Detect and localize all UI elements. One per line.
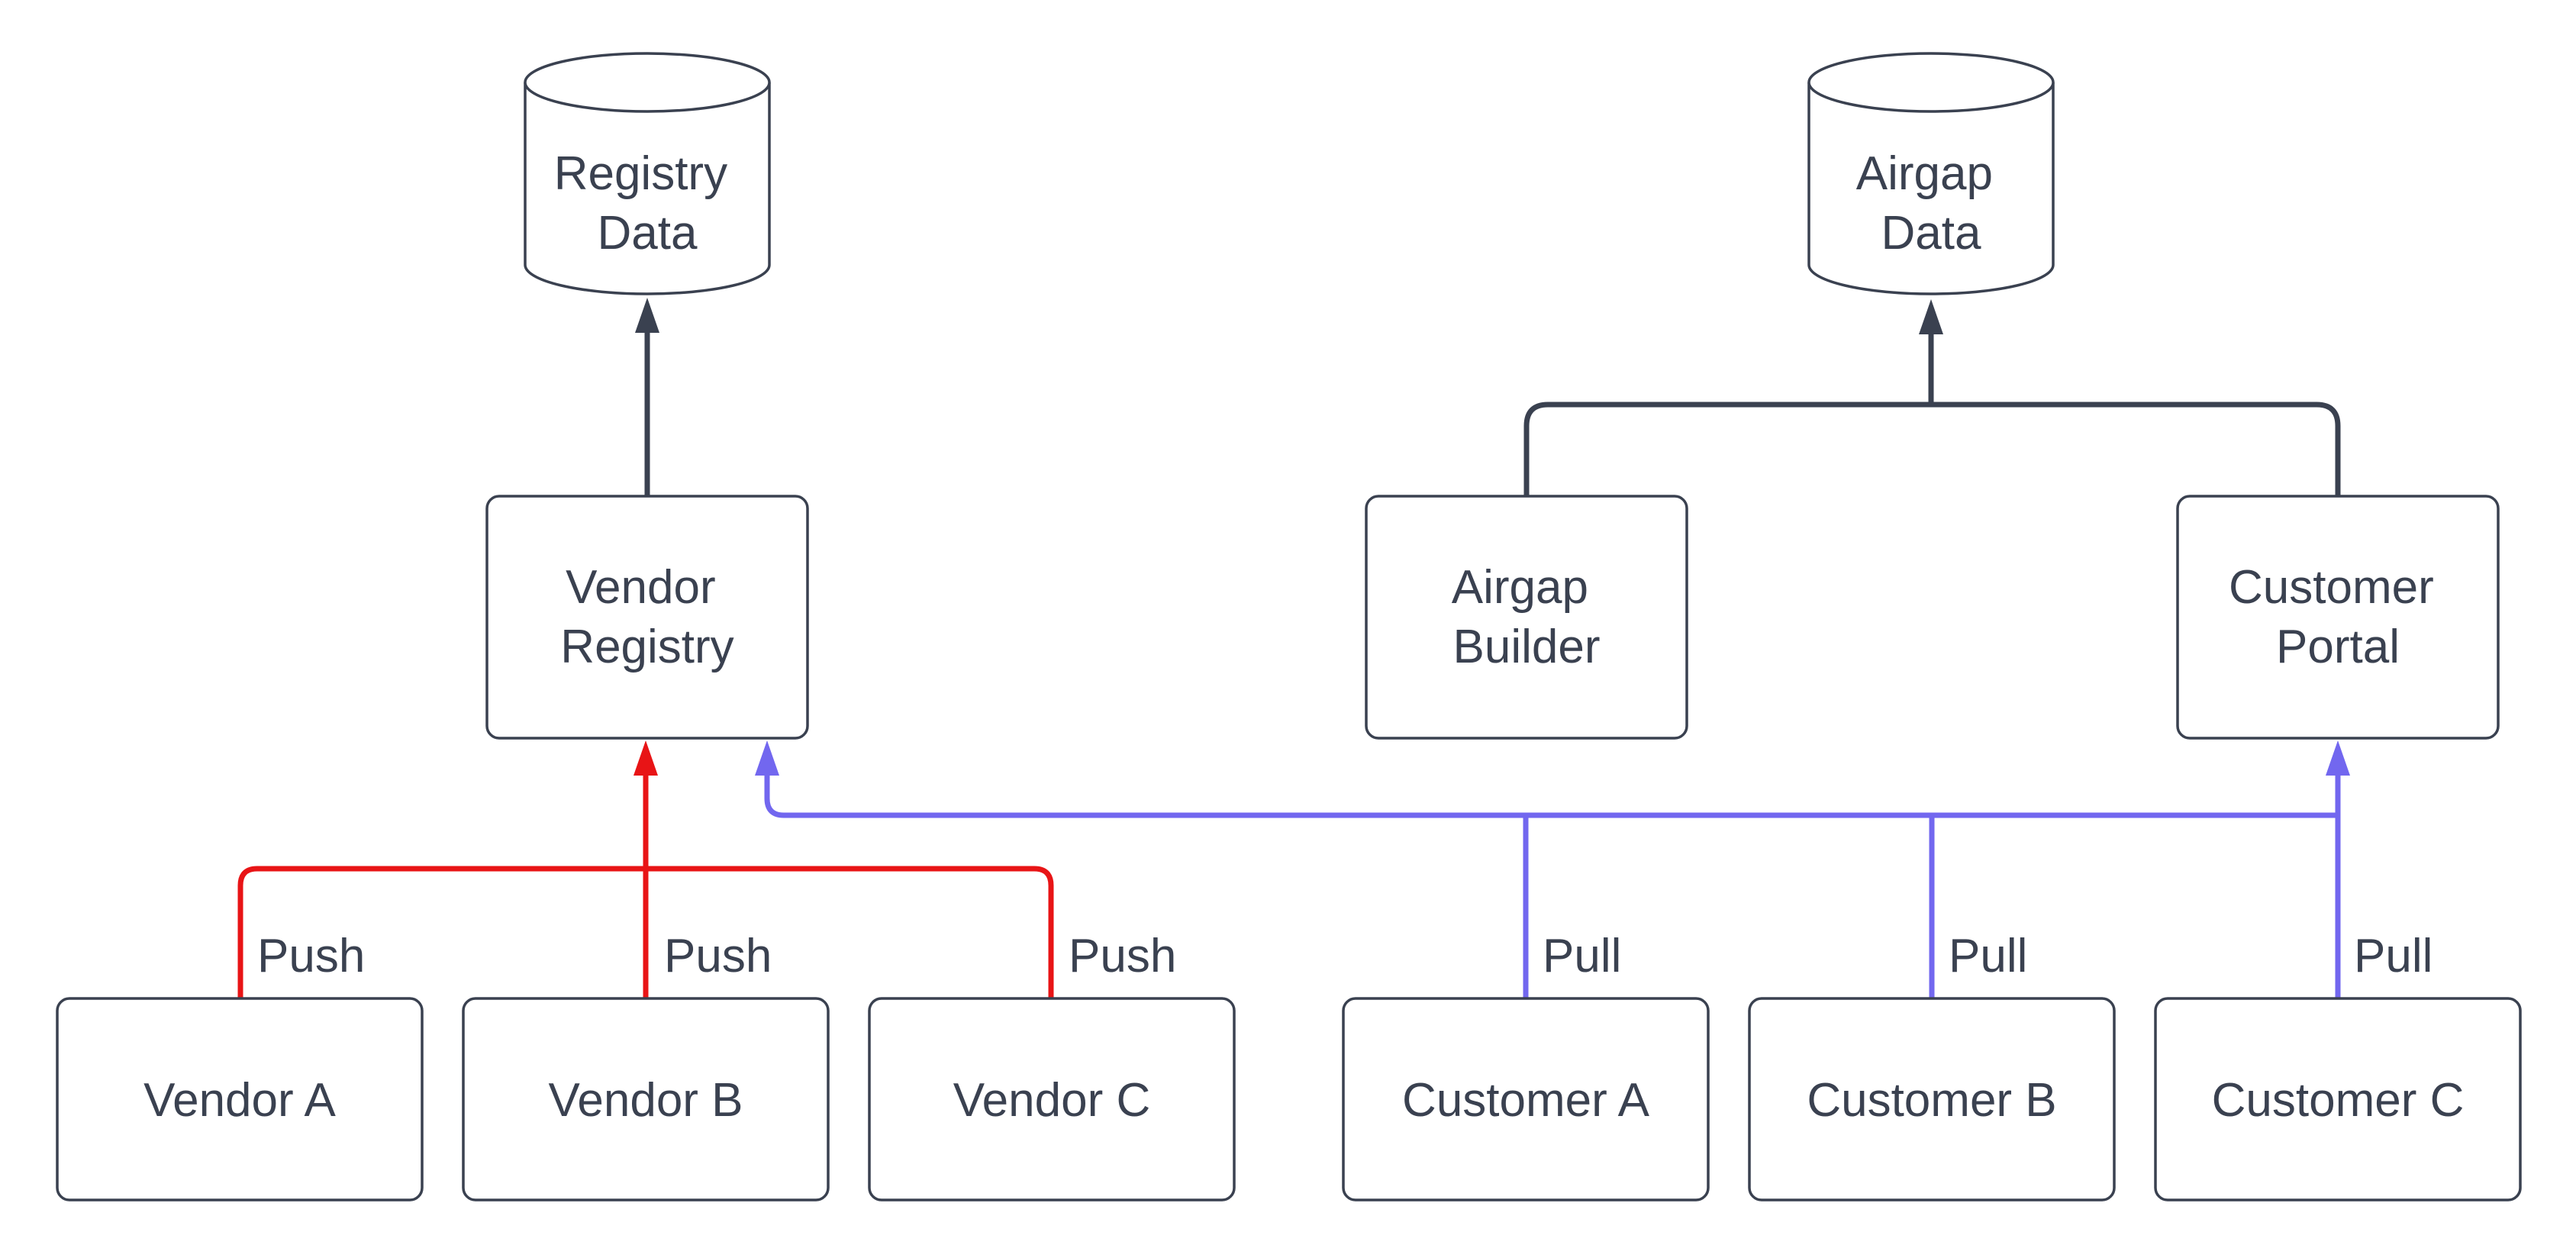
cylinder-lid	[524, 52, 771, 113]
vendor-b-label: Vendor B	[548, 1074, 743, 1127]
edge-vendor-registry-to-registry-data	[635, 298, 659, 496]
edge-customer-portal-to-airgap-data	[1931, 402, 2341, 496]
vendor-c-node: Vendor C	[868, 997, 1236, 1202]
arrow-up-icon	[635, 298, 659, 333]
customer-a-node: Customer A	[1342, 997, 1710, 1202]
customer-b-node: Customer B	[1748, 997, 2116, 1202]
customer-b-label: Customer B	[1807, 1074, 2056, 1127]
push-label-vendor-c: Push	[1069, 930, 1176, 982]
airgap-data-store: Airgap Data	[1807, 52, 2055, 295]
pull-label-customer-b: Pull	[1949, 930, 2027, 982]
cylinder-lid	[1807, 52, 2055, 113]
airgap-builder-node: Airgap Builder	[1365, 495, 1688, 740]
customer-portal-label: Customer Portal	[2229, 561, 2447, 673]
arrow-up-icon	[2326, 740, 2350, 776]
arrow-up-icon	[1919, 299, 1943, 334]
edge-pull-trunk	[764, 774, 2338, 818]
arrow-up-icon	[634, 740, 658, 776]
vendor-a-node: Vendor A	[56, 997, 424, 1202]
cylinder-body	[524, 82, 771, 295]
edge-airgap-builder-to-airgap-data	[1523, 402, 1931, 496]
cylinder-body	[1807, 82, 2055, 295]
pull-label-customer-c: Pull	[2354, 930, 2433, 982]
airgap-data-label: Airgap Data	[1856, 147, 2006, 260]
vendor-registry-node: Vendor Registry	[485, 495, 809, 740]
edge-merge-to-airgap-data	[1919, 299, 1943, 405]
customer-a-label: Customer A	[1402, 1074, 1650, 1127]
arrow-up-icon	[755, 740, 779, 776]
push-label-vendor-b: Push	[664, 930, 772, 982]
airgap-builder-label: Airgap Builder	[1452, 561, 1601, 673]
vendor-c-label: Vendor C	[953, 1074, 1151, 1127]
vendor-a-label: Vendor A	[143, 1074, 336, 1127]
push-label-vendor-a: Push	[257, 930, 365, 982]
registry-data-label: Registry Data	[554, 147, 741, 260]
registry-data-store: Registry Data	[524, 52, 771, 295]
vendor-registry-label: Vendor Registry	[560, 561, 733, 673]
pull-label-customer-a: Pull	[1543, 930, 1621, 982]
vendor-b-node: Vendor B	[462, 997, 830, 1202]
edges-push	[237, 740, 1054, 998]
customer-portal-node: Customer Portal	[2176, 495, 2500, 740]
customer-c-label: Customer C	[2212, 1074, 2465, 1127]
edges-pull	[755, 740, 2350, 998]
customer-c-node: Customer C	[2154, 997, 2522, 1202]
